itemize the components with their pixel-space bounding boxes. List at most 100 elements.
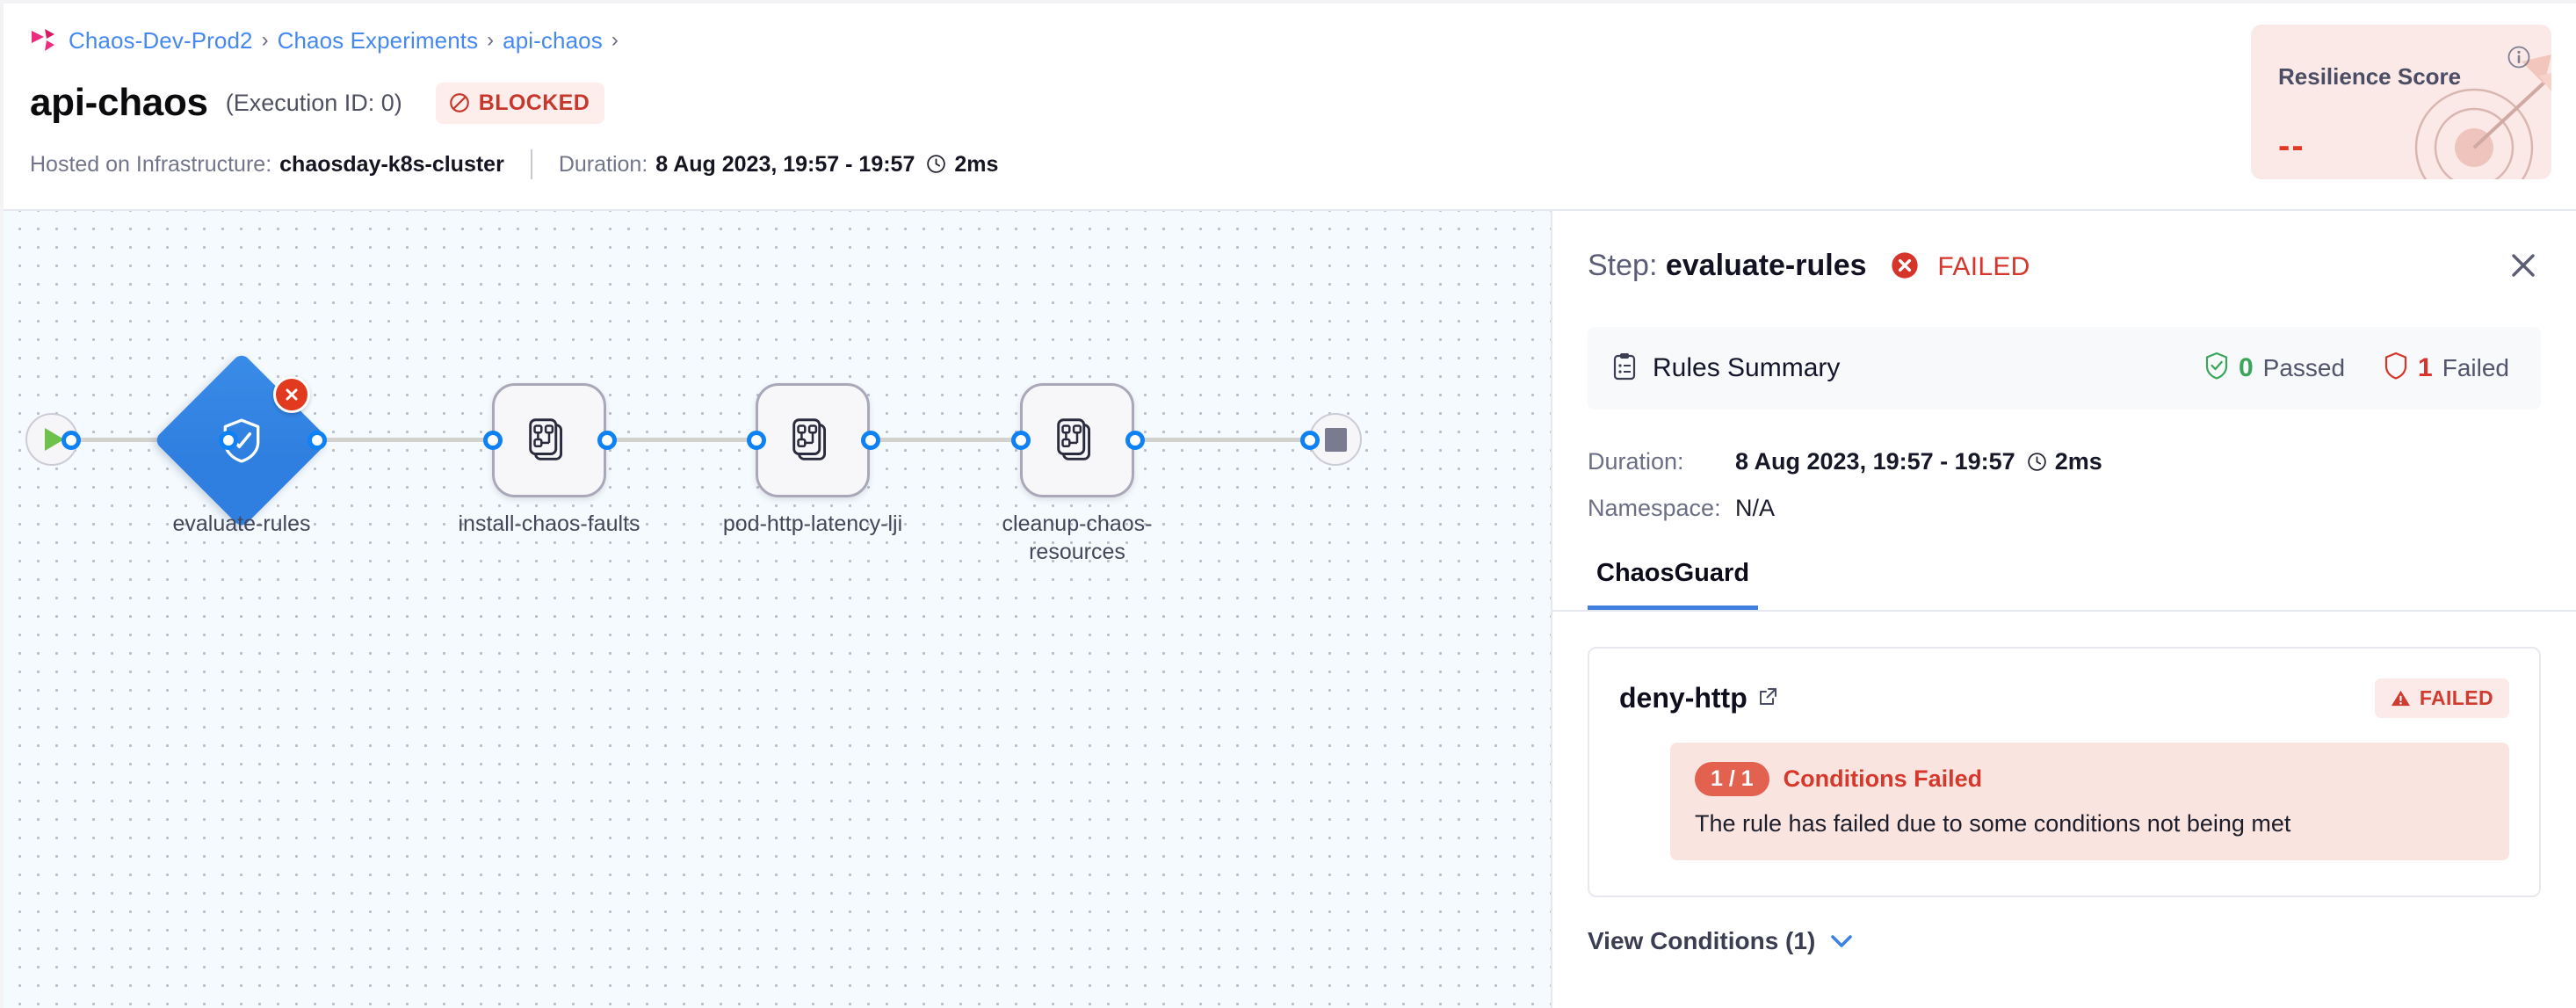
resilience-score-card: Resilience Score -- bbox=[2251, 25, 2551, 179]
detail-key-duration: Duration: bbox=[1588, 448, 1684, 475]
conditions-failed-label: Conditions Failed bbox=[1783, 765, 1983, 792]
pipeline-canvas[interactable]: evaluate-rules insta bbox=[4, 211, 1551, 1008]
port-install-out[interactable] bbox=[597, 431, 617, 450]
port-cleanup-in[interactable] bbox=[1011, 431, 1031, 450]
status-badge-label: BLOCKED bbox=[478, 90, 590, 115]
port-latency-out[interactable] bbox=[861, 431, 880, 450]
panel-header: Step: evaluate-rules FAILED bbox=[1552, 211, 2576, 283]
rules-summary-left: Rules Summary bbox=[1612, 352, 1840, 385]
title-row: api-chaos (Execution ID: 0) BLOCKED bbox=[30, 81, 2576, 125]
clock-icon bbox=[915, 152, 954, 178]
edge-latency-to-cleanup bbox=[810, 438, 1014, 442]
resilience-score-title: Resilience Score bbox=[2278, 63, 2462, 90]
duration-label: Duration: bbox=[558, 151, 648, 177]
chevron-down-icon bbox=[1829, 927, 1854, 955]
node-pod-http-latency-lji[interactable] bbox=[756, 383, 870, 497]
chaos-fault-icon bbox=[1057, 418, 1091, 460]
target-dart-icon bbox=[2414, 54, 2551, 179]
port-evaluate-rules-in[interactable] bbox=[219, 431, 238, 450]
stop-icon bbox=[1324, 427, 1347, 452]
body-area: evaluate-rules insta bbox=[4, 209, 2576, 1008]
port-start-out[interactable] bbox=[62, 431, 81, 450]
rules-failed-count: 1 bbox=[2418, 353, 2433, 382]
page-header: Chaos-Dev-Prod2 › Chaos Experiments › ap… bbox=[4, 4, 2576, 209]
chaos-fault-icon bbox=[792, 418, 827, 460]
rules-summary-stats: 0 Passed 1 Failed bbox=[2204, 352, 2509, 386]
conditions-failed-count: 1 / 1 bbox=[1695, 762, 1769, 796]
conditions-failed-message: The rule has failed due to some conditio… bbox=[1695, 810, 2291, 837]
error-x-icon[interactable] bbox=[273, 376, 310, 413]
breadcrumb-item-0[interactable]: Chaos-Dev-Prod2 bbox=[69, 26, 253, 54]
detail-row-duration: Duration: 8 Aug 2023, 19:57 - 19:57 2ms bbox=[1588, 448, 2541, 475]
pipeline-graph: evaluate-rules insta bbox=[4, 211, 1551, 1008]
step-status-label: FAILED bbox=[1937, 251, 2030, 281]
port-end-in[interactable] bbox=[1300, 431, 1320, 450]
view-conditions-toggle[interactable]: View Conditions (1) bbox=[1588, 927, 2541, 955]
panel-title: Step: evaluate-rules FAILED bbox=[1588, 249, 2030, 283]
blocked-icon bbox=[448, 91, 471, 114]
close-icon[interactable] bbox=[2506, 248, 2541, 283]
shield-check-icon bbox=[204, 402, 279, 478]
conditions-failed-header: 1 / 1 Conditions Failed bbox=[1695, 762, 2485, 796]
rules-summary-card: Rules Summary 0 Passed bbox=[1588, 327, 2541, 410]
execution-id: (Execution ID: 0) bbox=[225, 89, 402, 116]
duration-elapsed: 2ms bbox=[954, 151, 999, 177]
detail-value-duration-elapsed: 2ms bbox=[2054, 448, 2102, 475]
shield-check-green-icon bbox=[2204, 352, 2229, 386]
node-label-install-chaos-faults: install-chaos-faults bbox=[458, 511, 640, 536]
resilience-score-value: -- bbox=[2278, 127, 2305, 165]
rule-status-label: FAILED bbox=[2419, 686, 2493, 709]
infra-label: Hosted on Infrastructure: bbox=[30, 151, 272, 177]
info-icon[interactable] bbox=[2506, 44, 2532, 70]
panel-tabs: ChaosGuard bbox=[1552, 547, 2576, 612]
rules-passed-count: 0 bbox=[2238, 353, 2254, 382]
breadcrumb-separator-2: › bbox=[611, 28, 619, 52]
play-icon bbox=[45, 428, 64, 451]
node-label-pod-http-latency-lji: pod-http-latency-lji bbox=[722, 511, 903, 536]
step-details-panel: Step: evaluate-rules FAILED bbox=[1551, 211, 2576, 1008]
step-name-label: evaluate-rules bbox=[1665, 248, 1867, 282]
rules-summary-title: Rules Summary bbox=[1653, 353, 1841, 382]
rule-card-deny-http: deny-http bbox=[1588, 647, 2541, 897]
rule-status-badge: FAILED bbox=[2374, 678, 2509, 718]
node-label-evaluate-rules: evaluate-rules bbox=[172, 511, 311, 536]
rule-card-header: deny-http bbox=[1619, 678, 2509, 718]
rules-failed-stat: 1 Failed bbox=[2384, 352, 2509, 386]
breadcrumb-separator-1: › bbox=[487, 28, 495, 52]
clipboard-icon bbox=[1612, 352, 1637, 385]
step-prefix-label: Step: bbox=[1588, 248, 1658, 282]
external-link-icon[interactable] bbox=[1747, 686, 1778, 711]
port-cleanup-out[interactable] bbox=[1125, 431, 1145, 450]
node-cleanup-chaos-resources[interactable] bbox=[1020, 383, 1134, 497]
tab-chaosguard[interactable]: ChaosGuard bbox=[1588, 547, 1759, 610]
shield-red-icon bbox=[2384, 352, 2408, 386]
edge-start-to-evaluate-rules bbox=[72, 438, 230, 442]
conditions-failed-alert: 1 / 1 Conditions Failed The rule has fai… bbox=[1670, 743, 2509, 860]
detail-key-namespace: Namespace: bbox=[1588, 495, 1721, 521]
rules-passed-label: Passed bbox=[2262, 354, 2346, 381]
meta-row: Hosted on Infrastructure: chaosday-k8s-c… bbox=[30, 149, 2576, 179]
view-conditions-label: View Conditions (1) bbox=[1588, 927, 1816, 954]
meta-divider bbox=[530, 149, 532, 179]
node-install-chaos-faults[interactable] bbox=[492, 383, 606, 497]
port-latency-in[interactable] bbox=[747, 431, 766, 450]
port-evaluate-rules-out[interactable] bbox=[308, 431, 327, 450]
harness-logo-icon bbox=[30, 27, 60, 54]
status-badge: BLOCKED bbox=[435, 82, 605, 124]
breadcrumb-item-1[interactable]: Chaos Experiments bbox=[277, 26, 479, 54]
warning-triangle-icon bbox=[2391, 688, 2411, 708]
breadcrumb-item-2[interactable]: api-chaos bbox=[503, 26, 603, 54]
error-circle-icon bbox=[1875, 249, 1937, 282]
edge-cleanup-to-end bbox=[1075, 438, 1307, 442]
rules-failed-label: Failed bbox=[2442, 354, 2509, 381]
detail-value-duration: 8 Aug 2023, 19:57 - 19:57 bbox=[1735, 448, 2015, 475]
chaos-fault-icon bbox=[529, 418, 563, 460]
node-label-cleanup-chaos-resources: cleanup-chaos-resources bbox=[1002, 511, 1153, 564]
edge-install-to-latency bbox=[546, 438, 749, 442]
edge-evaluate-rules-to-install bbox=[280, 438, 491, 442]
clock-icon bbox=[2015, 448, 2055, 475]
breadcrumb: Chaos-Dev-Prod2 › Chaos Experiments › ap… bbox=[30, 23, 2576, 58]
port-install-in[interactable] bbox=[483, 431, 503, 450]
rule-name: deny-http bbox=[1619, 682, 1747, 714]
